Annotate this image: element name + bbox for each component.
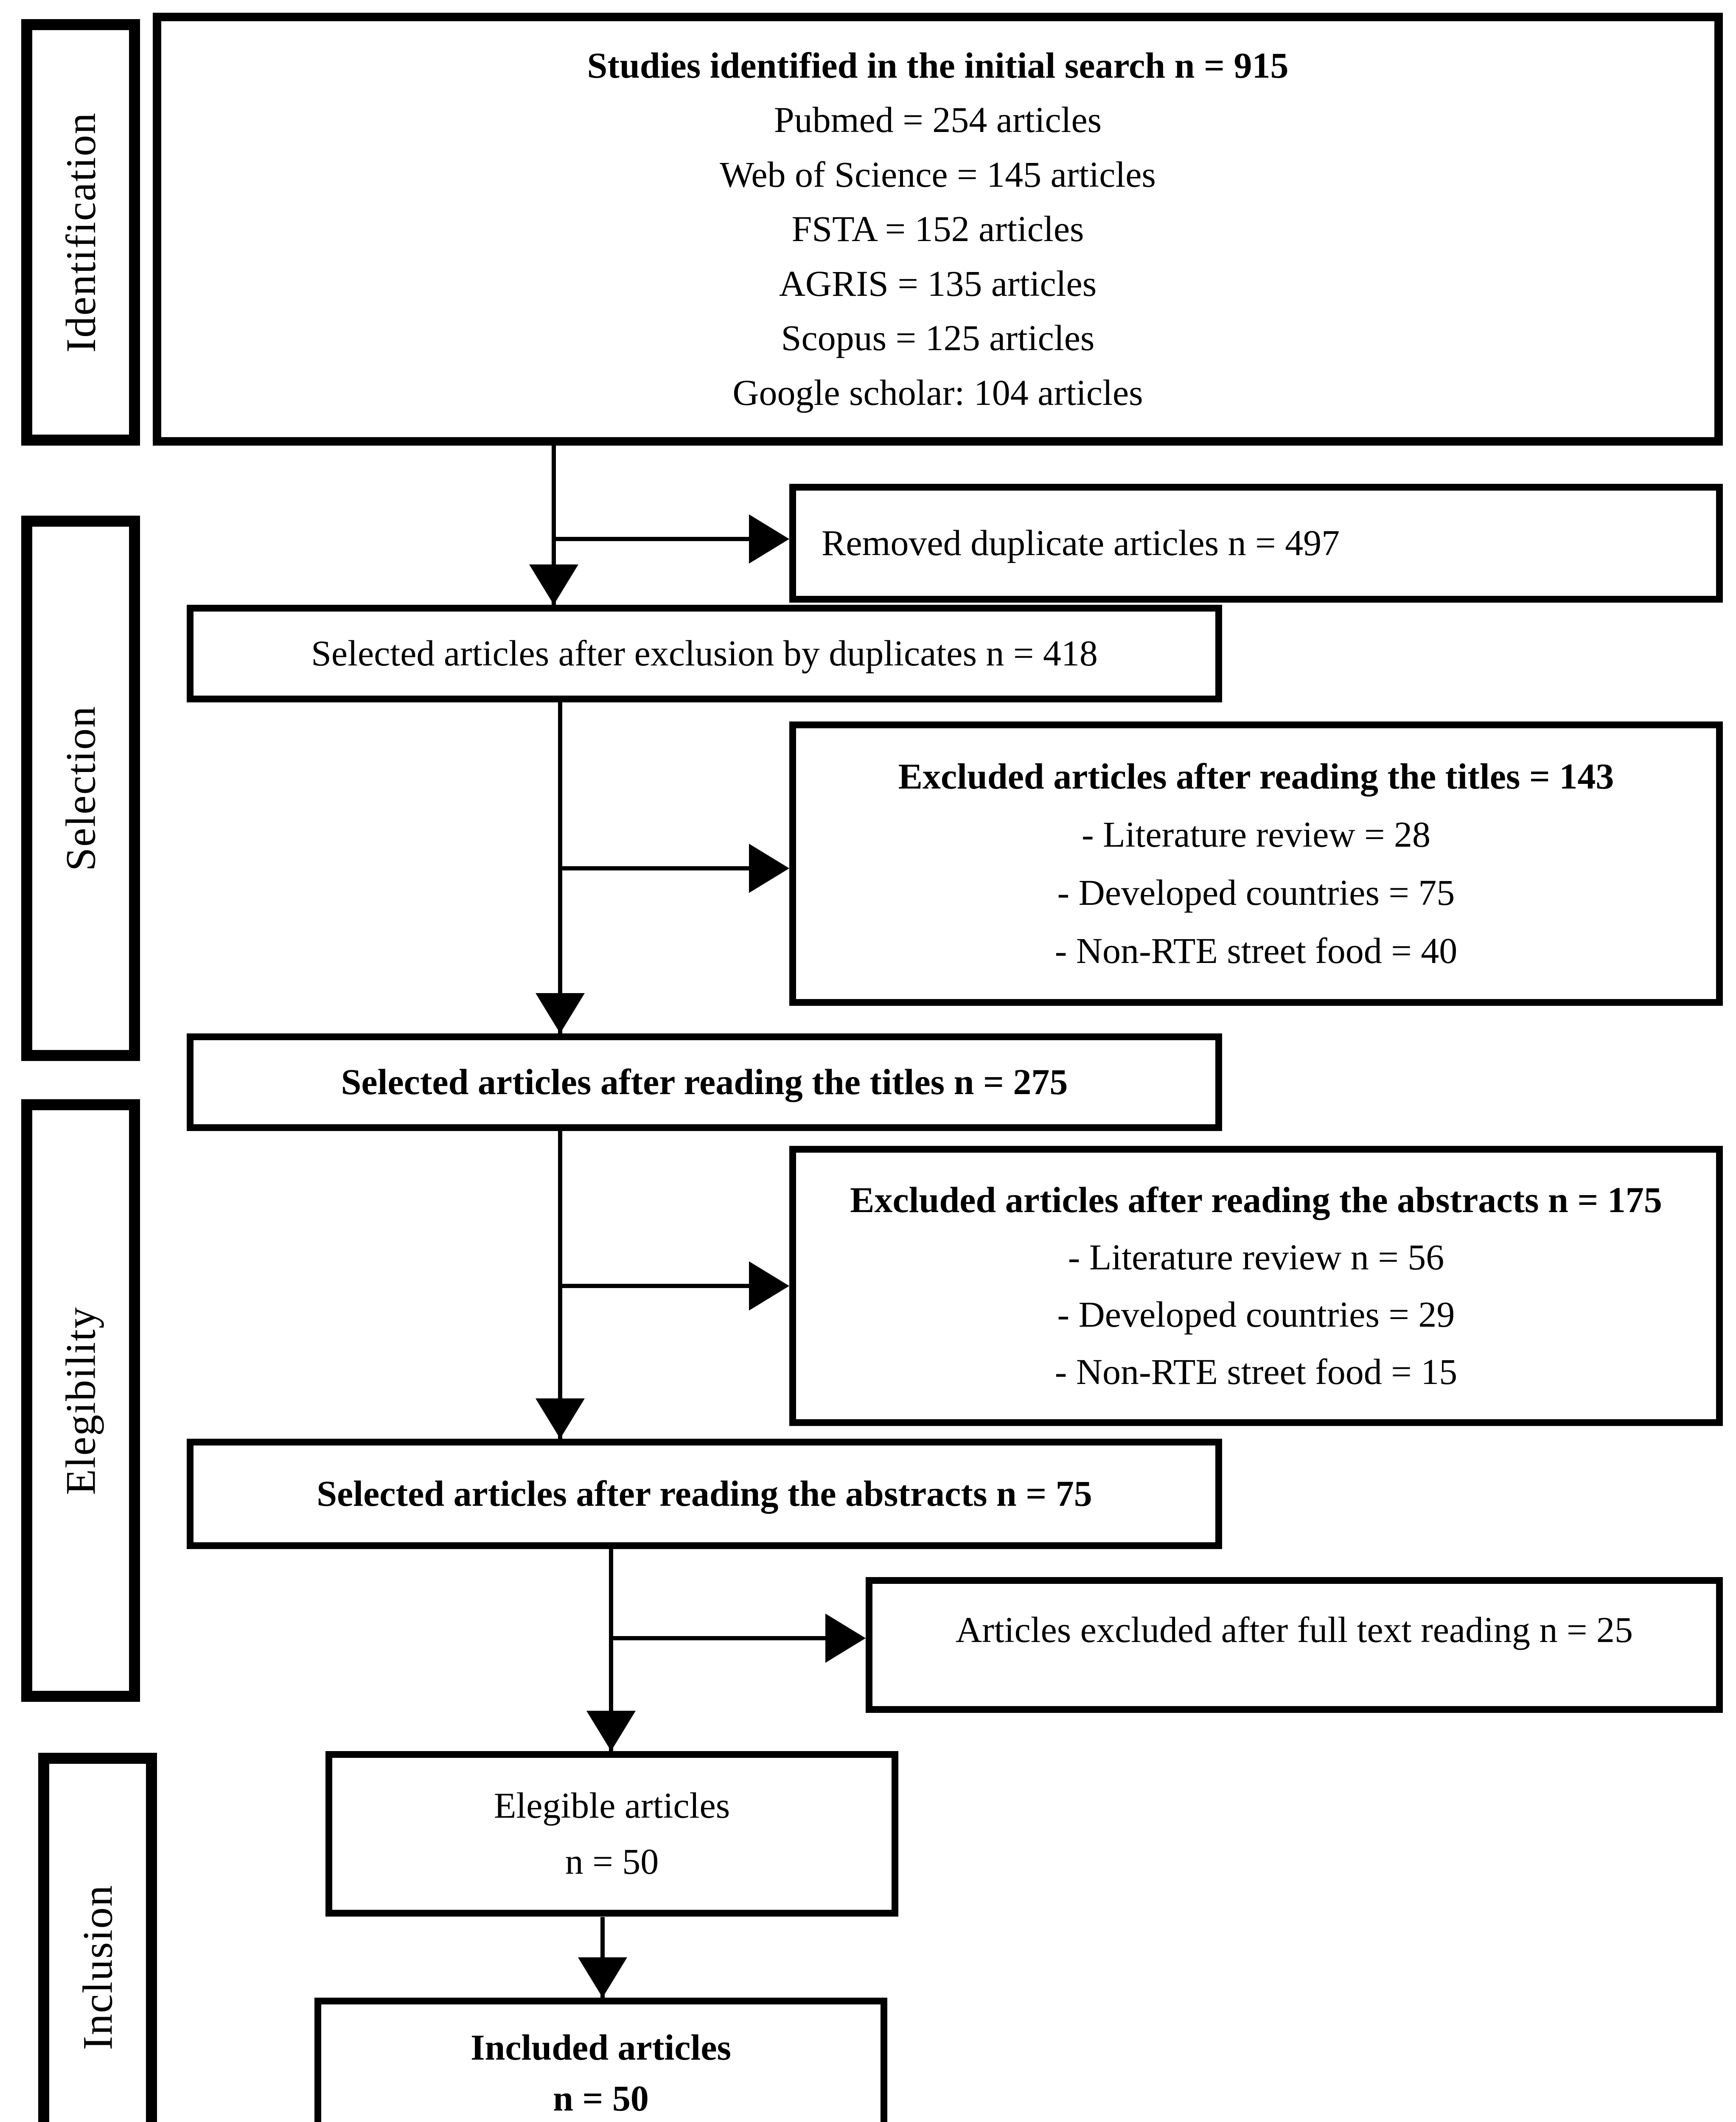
included-articles-count: n = 50 (553, 2077, 649, 2119)
source-line-googlescholar: Google scholar: 104 articles (732, 372, 1143, 413)
connector-initial-to-selected (552, 446, 556, 605)
excluded-abstracts-title: Excluded articles after reading the abst… (850, 1179, 1662, 1220)
stage-inclusion: Inclusion (38, 1753, 157, 2122)
arrowhead-right-to-excluded-fulltext (825, 1614, 866, 1663)
arrowhead-down-to-elegible (586, 1711, 636, 1751)
source-line-webofscience: Web of Science = 145 articles (720, 154, 1156, 195)
box-selected-after-abstracts: Selected articles after reading the abst… (187, 1439, 1222, 1549)
box-excluded-after-abstracts: Excluded articles after reading the abst… (789, 1146, 1723, 1426)
connector-branch-excluded-fulltext (609, 1636, 827, 1640)
stage-identification-label: Identification (57, 112, 104, 353)
selected-after-duplicates-text: Selected articles after exclusion by dup… (311, 633, 1098, 674)
excluded-titles-reason-2: - Developed countries = 75 (1057, 872, 1455, 913)
excluded-titles-title: Excluded articles after reading the titl… (898, 755, 1614, 797)
selected-after-abstracts-text: Selected articles after reading the abst… (317, 1473, 1092, 1514)
connector-branch-removed-duplicates (552, 537, 753, 541)
stage-identification: Identification (21, 19, 140, 446)
box-excluded-after-fulltext: Articles excluded after full text readin… (866, 1577, 1723, 1713)
excluded-titles-reason-3: - Non-RTE street food = 40 (1055, 930, 1458, 971)
stage-elegibility-label: Elegibility (57, 1306, 104, 1495)
excluded-fulltext-text: Articles excluded after full text readin… (956, 1609, 1633, 1650)
excluded-abstracts-reason-3: - Non-RTE street food = 15 (1055, 1351, 1458, 1392)
initial-search-title: Studies identified in the initial search… (587, 45, 1289, 86)
connector-branch-excluded-titles (558, 866, 753, 870)
box-elegible-articles: Elegible articles n = 50 (325, 1751, 898, 1917)
source-line-scopus: Scopus = 125 articles (781, 317, 1095, 359)
connector-abstracts-to-elegible (609, 1549, 613, 1751)
stage-inclusion-label: Inclusion (74, 1884, 121, 2050)
arrowhead-right-to-excluded-abstracts (749, 1261, 789, 1311)
arrowhead-down-to-selected-duplicates (529, 564, 578, 605)
arrowhead-right-to-excluded-titles (749, 844, 789, 893)
excluded-titles-reason-1: - Literature review = 28 (1081, 814, 1431, 855)
box-selected-after-titles: Selected articles after reading the titl… (187, 1033, 1222, 1131)
excluded-abstracts-reason-2: - Developed countries = 29 (1057, 1294, 1455, 1335)
elegible-articles-title: Elegible articles (494, 1785, 730, 1826)
arrowhead-down-to-selected-titles (536, 993, 585, 1033)
box-initial-search: Studies identified in the initial search… (153, 13, 1723, 446)
box-selected-after-duplicates: Selected articles after exclusion by dup… (187, 605, 1222, 702)
arrowhead-down-to-selected-abstracts (536, 1398, 585, 1439)
connector-branch-excluded-abstracts (558, 1284, 753, 1288)
stage-elegibility: Elegibility (21, 1099, 140, 1702)
box-included-articles: Included articles n = 50 (314, 1998, 887, 2122)
included-articles-title: Included articles (471, 2027, 731, 2068)
selected-after-titles-text: Selected articles after reading the titl… (341, 1061, 1068, 1103)
removed-duplicates-text: Removed duplicate articles n = 497 (822, 522, 1340, 564)
source-line-agris: AGRIS = 135 articles (779, 263, 1097, 304)
excluded-abstracts-reason-1: - Literature review n = 56 (1068, 1236, 1444, 1277)
box-excluded-after-titles: Excluded articles after reading the titl… (789, 721, 1723, 1006)
arrowhead-right-to-removed-duplicates (749, 514, 789, 564)
source-line-pubmed: Pubmed = 254 articles (774, 99, 1102, 140)
stage-selection: Selection (21, 516, 140, 1061)
arrowhead-down-to-included (578, 1957, 627, 1998)
box-removed-duplicates: Removed duplicate articles n = 497 (789, 484, 1723, 603)
source-line-fsta: FSTA = 152 articles (791, 208, 1084, 250)
stage-selection-label: Selection (57, 705, 104, 871)
elegible-articles-count: n = 50 (565, 1841, 659, 1882)
